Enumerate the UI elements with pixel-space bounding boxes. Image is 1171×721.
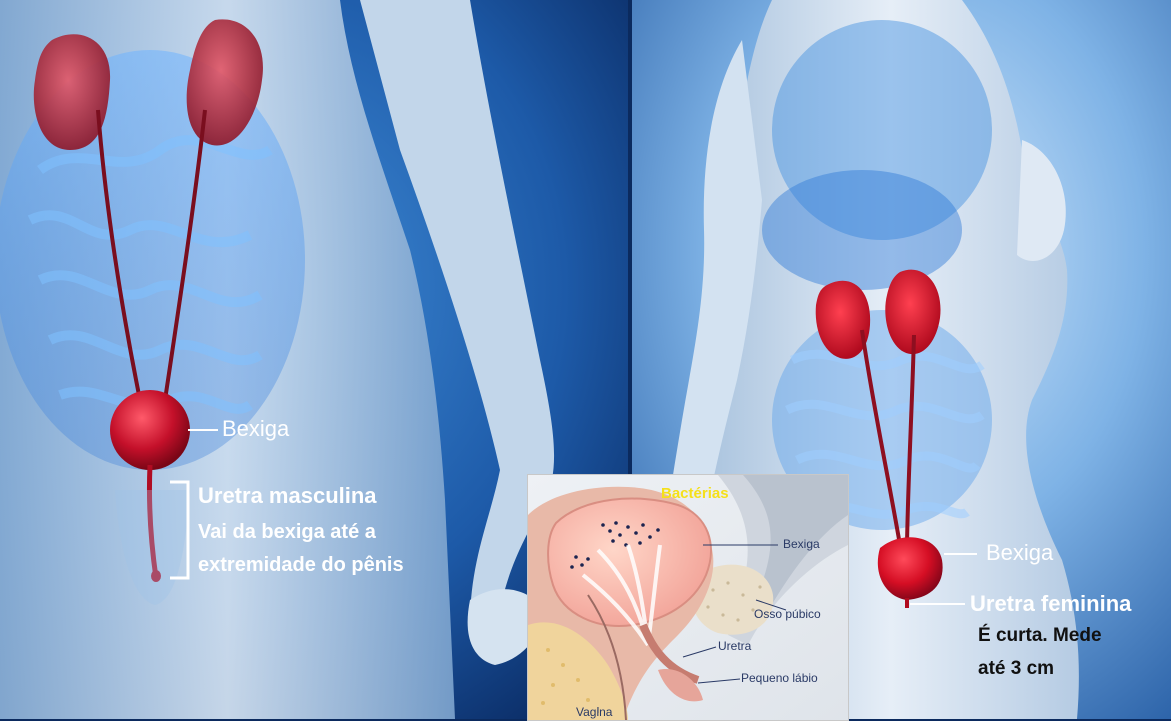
female-bladder-label: Bexiga: [986, 540, 1053, 566]
female-urethra-title: Uretra feminina: [970, 591, 1131, 617]
male-bladder-label: Bexiga: [222, 416, 289, 442]
female-urethra-desc-line1: É curta. Mede: [978, 625, 1102, 647]
inset-bacteria-label: Bactérias: [661, 485, 729, 502]
inset-cross-section: Bactérias Bexiga Osso púbico Uretra Pequ…: [527, 474, 849, 721]
inset-bladder-label: Bexiga: [783, 537, 820, 551]
female-urethra-desc-line2: até 3 cm: [978, 658, 1054, 680]
inset-labia-label: Pequeno lábio: [741, 671, 818, 685]
inset-urethra-label: Uretra: [718, 639, 751, 653]
male-urethra-desc-line2: extremidade do pênis: [198, 554, 404, 577]
male-urethra-desc-line1: Vai da bexiga até a: [198, 521, 376, 544]
inset-vagina-label: Vagina: [576, 705, 612, 719]
inset-pubic-bone-label: Osso púbico: [754, 607, 821, 621]
male-urethra-title: Uretra masculina: [198, 483, 377, 509]
